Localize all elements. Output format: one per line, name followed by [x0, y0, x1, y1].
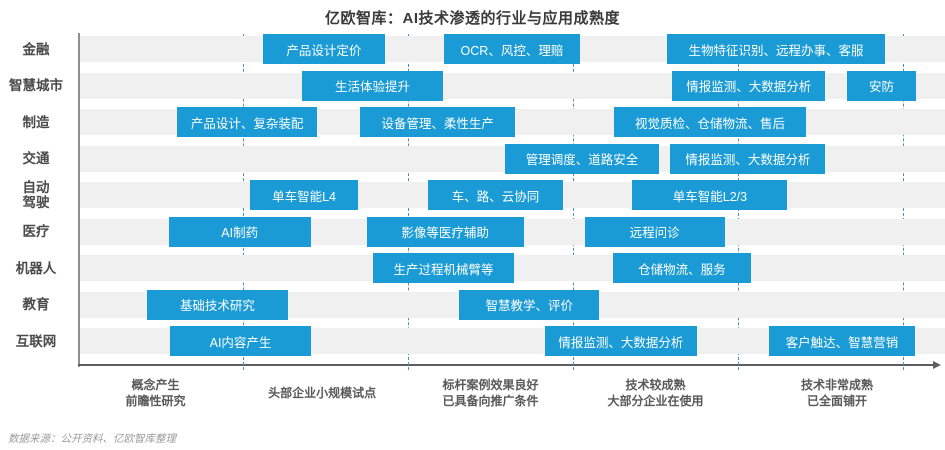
industry-label: 自动 驾驶	[22, 180, 50, 210]
application-box: OCR、风控、理赔	[444, 34, 580, 64]
application-box: 生物特征识别、远程办事、客服	[667, 34, 885, 64]
industry-label: 制造	[22, 114, 50, 130]
industry-label: 医疗	[22, 224, 50, 239]
stage-label: 技术非常成熟已全面铺开	[727, 376, 945, 410]
stage-label-line: 头部企业小规模试点	[268, 386, 377, 400]
application-box: 单车智能L4	[249, 180, 359, 210]
application-box: 生产过程机械臂等	[373, 253, 514, 283]
x-axis-arrow-icon	[933, 360, 941, 369]
source-note: 数据来源：公开资料、亿欧智库整理	[8, 433, 176, 445]
application-box: 产品设计、复杂装配	[177, 107, 318, 137]
y-axis-line	[78, 33, 80, 367]
application-box: 智慧教学、评价	[459, 289, 600, 320]
stage-label: 概念产生前瞻性研究	[46, 376, 266, 410]
stage-label-line: 前瞻性研究	[125, 394, 186, 408]
application-box: 影像等医疗辅助	[366, 216, 524, 247]
stage-label-line: 技术较成熟	[625, 378, 686, 392]
application-box: 远程问诊	[584, 216, 725, 247]
application-box: 视觉质检、仓储物流、售后	[614, 107, 806, 137]
industry-label: 智慧城市	[9, 78, 63, 93]
application-box: 管理调度、道路安全	[505, 143, 659, 174]
stage-label: 头部企业小规模试点	[212, 376, 432, 410]
stage-label-line: 技术非常成熟	[800, 378, 873, 392]
stage-label-line: 概念产生	[131, 378, 180, 392]
application-box: 单车智能L2/3	[632, 180, 788, 210]
application-box: AI制药	[168, 216, 311, 247]
stage-label-line: 已具备向推广条件	[442, 394, 539, 408]
application-box: 情报监测、大数据分析	[672, 70, 826, 101]
industry-label: 金融	[22, 41, 50, 57]
industry-label: 教育	[22, 297, 50, 312]
chart-title: 亿欧智库：AI技术渗透的行业与应用成熟度	[324, 10, 620, 27]
stage-label-line: 已全面铺开	[806, 394, 867, 408]
stage-label-line: 大部分企业在使用	[607, 394, 704, 408]
stage-label-line: 标杆案例效果良好	[442, 378, 539, 392]
stage-label: 标杆案例效果良好已具备向推广条件	[381, 376, 601, 410]
application-box: 产品设计定价	[262, 34, 385, 64]
application-box: 情报监测、大数据分析	[670, 143, 826, 174]
application-box: AI内容产生	[170, 326, 311, 356]
application-box: 安防	[846, 70, 917, 101]
application-box: 客户触达、智慧营销	[769, 326, 915, 356]
industry-label: 互联网	[15, 333, 57, 349]
application-box: 设备管理、柔性生产	[360, 107, 516, 137]
application-box: 生活体验提升	[302, 70, 443, 101]
x-axis-line	[78, 364, 935, 366]
application-box: 情报监测、大数据分析	[544, 326, 697, 356]
stage-label: 技术较成熟大部分企业在使用	[546, 376, 766, 410]
application-box: 仓储物流、服务	[612, 253, 752, 283]
application-box: 基础技术研究	[147, 289, 288, 320]
industry-label: 机器人	[15, 260, 57, 276]
application-box: 车、路、云协同	[427, 180, 564, 210]
industry-label: 交通	[22, 151, 50, 166]
